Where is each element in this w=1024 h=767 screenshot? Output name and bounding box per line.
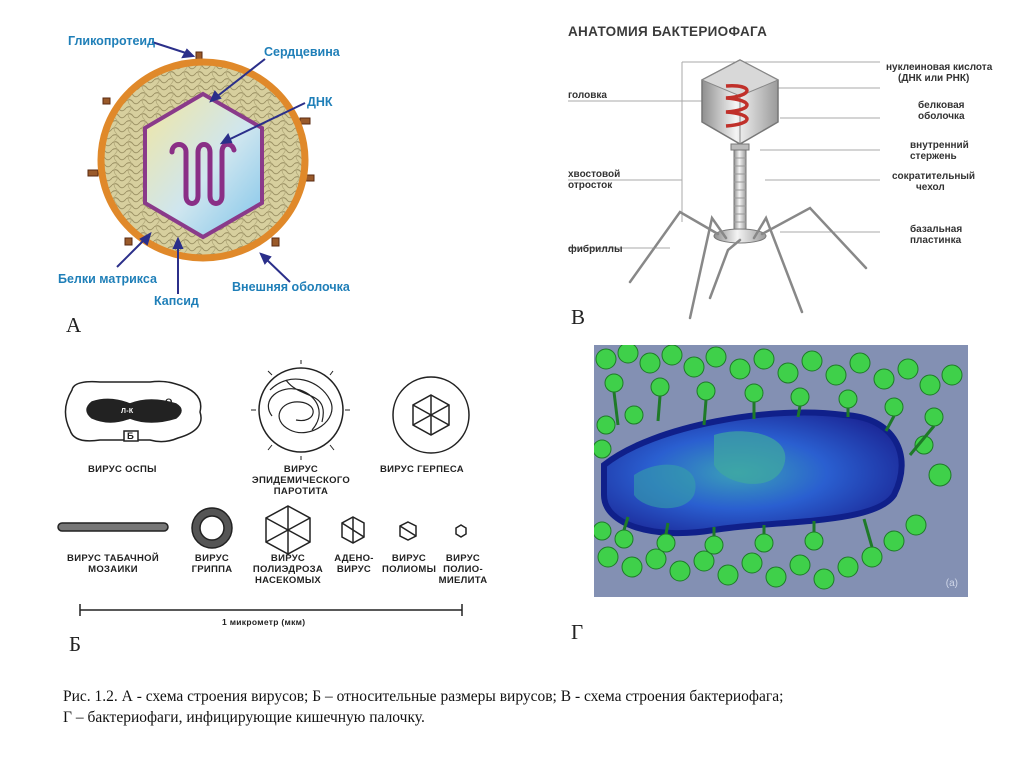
label-matrix-proteins: Белки матрикса — [58, 272, 157, 286]
label-dna: ДНК — [307, 95, 333, 109]
panel-v-bacteriophage: АНАТОМИЯ БАКТЕРИОФАГА — [540, 0, 1000, 330]
label-rod-2: стержень — [910, 151, 957, 162]
micrograph-image — [594, 345, 968, 597]
panel-letter-a: А — [66, 313, 82, 337]
label-fibrils: фибриллы — [568, 244, 623, 255]
label-nucleic-2: (ДНК или РНК) — [898, 73, 970, 84]
phage-base-plate — [713, 228, 767, 244]
phage-nucleic-acid — [725, 84, 749, 128]
label-sheath-2: чехол — [916, 182, 945, 193]
pox-virus — [64, 380, 202, 443]
label-tail-1: хвостовой — [568, 169, 621, 180]
label-tail-2: отросток — [568, 180, 613, 191]
polio-virus — [455, 524, 467, 538]
glycoprotein-spike — [299, 117, 311, 125]
phage-drawing — [568, 59, 880, 320]
dna-coil — [169, 141, 237, 206]
label-scale: 1 микрометр (мкм) — [222, 617, 306, 627]
label-capsid: Капсид — [154, 294, 199, 308]
label-polyoma: ВИРУС ПОЛИОМЫ — [382, 553, 437, 575]
pox-inner-b: Б — [127, 431, 135, 442]
virus-diagram — [87, 41, 315, 294]
panel-g-micrograph: (а) — [594, 345, 968, 597]
label-flu: ВИРУС ГРИППА — [191, 553, 233, 575]
label-pox: ВИРУС ОСПЫ — [88, 464, 157, 475]
label-mumps: ВИРУС ЭПИДЕМИЧЕСКОГО ПАРОТИТА — [251, 464, 351, 497]
label-rod-1: внутренний — [910, 140, 969, 151]
panel-letter-v: В — [571, 305, 586, 329]
pox-inner-lk: Л-К — [121, 408, 134, 415]
glycoprotein-spike — [87, 169, 99, 177]
phage-fiber — [708, 238, 742, 300]
caption-line-2: Г – бактериофаги, инфицирующие кишечную … — [63, 709, 425, 726]
pox-inner-o: О — [165, 397, 173, 408]
label-adeno: АДЕНО- ВИРУС — [334, 553, 374, 575]
panel-a-virus-structure: Гликопротеид Сердцевина ДНК Белки матрик… — [0, 0, 512, 340]
phage-fiber — [752, 215, 804, 314]
label-plate-2: пластинка — [910, 235, 962, 246]
mumps-virus — [258, 367, 344, 453]
glycoprotein-spike — [102, 97, 111, 105]
panel-letter-b: Б — [69, 632, 82, 656]
phage-fiber — [628, 210, 720, 284]
phage-title: АНАТОМИЯ БАКТЕРИОФАГА — [568, 24, 768, 39]
label-protein-2: оболочка — [918, 111, 965, 122]
label-plate-1: базальная — [910, 224, 963, 235]
label-tmv: ВИРУС ТАБАЧНОЙ МОЗАИКИ — [67, 553, 159, 575]
label-polyhedrosis: ВИРУС ПОЛИЭДРОЗА НАСЕКОМЫХ — [252, 553, 324, 586]
herpes-virus — [392, 376, 470, 454]
label-protein-1: белковая — [918, 100, 965, 111]
label-sheath-1: сократительный — [892, 171, 976, 182]
tobacco-mosaic-virus — [57, 522, 169, 532]
glycoprotein-spike — [124, 237, 133, 246]
label-polio: ВИРУС ПОЛИО- МИЕЛИТА — [438, 553, 488, 586]
phage-fiber — [688, 214, 728, 320]
panel-letter-g: Г — [571, 620, 584, 644]
virus-size-drawings — [57, 360, 470, 616]
label-glycoprotein: Гликопротеид — [68, 34, 156, 48]
phage-fiber — [760, 206, 868, 270]
micrograph-tag: (а) — [945, 578, 958, 589]
glycoprotein-spike — [271, 237, 280, 247]
panel-b-virus-sizes: О Л-К Б ВИРУС ОСПЫ ВИРУС ЭПИДЕМИЧЕСКОГО … — [0, 360, 520, 660]
label-herpes: ВИРУС ГЕРПЕСА — [380, 464, 464, 475]
label-nucleic-1: нуклеиновая кислота — [886, 62, 993, 73]
capsid — [143, 91, 264, 240]
label-core: Сердцевина — [264, 45, 340, 59]
figure-caption: Рис. 1.2. А - схема строения вирусов; Б … — [63, 686, 1003, 728]
label-head: головка — [568, 90, 607, 101]
label-outer-envelope: Внешняя оболочка — [232, 280, 350, 294]
caption-line-1: Рис. 1.2. А - схема строения вирусов; Б … — [63, 688, 784, 705]
